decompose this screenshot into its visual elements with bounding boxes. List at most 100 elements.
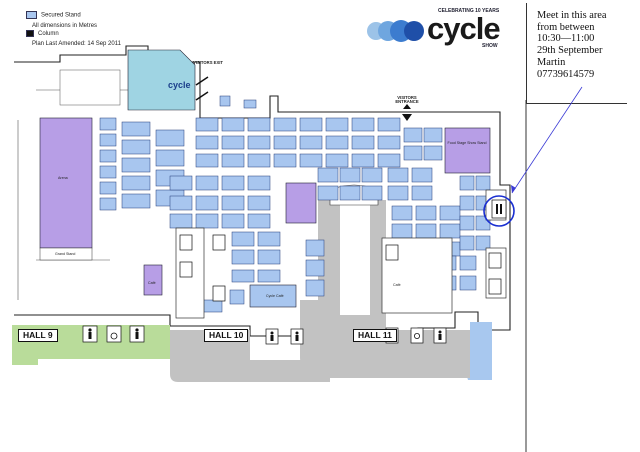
exhibition-stand <box>439 205 461 221</box>
exhibition-stand <box>403 127 423 143</box>
exhibition-stand <box>305 259 325 277</box>
exhibition-stand <box>121 157 151 173</box>
stand-swatch <box>26 11 37 19</box>
exhibition-stand <box>169 195 193 211</box>
exhibition-stand <box>229 289 245 305</box>
exhibition-stand <box>351 117 375 132</box>
top-right-feature-stand <box>444 127 491 174</box>
exhibition-stand <box>439 223 461 239</box>
meeting-note-box: Meet in this area from between 10:30—11:… <box>526 3 627 104</box>
exhibition-stand <box>423 127 443 143</box>
exhibition-stand <box>221 213 245 229</box>
logo-word: cycle <box>427 11 501 46</box>
road-left <box>170 330 330 382</box>
grand-stand <box>39 247 93 261</box>
exhibition-stand <box>231 269 255 283</box>
exhibition-stand <box>299 153 323 168</box>
note-line-4: 29th September <box>537 45 603 57</box>
exhibition-stand <box>247 135 271 150</box>
hall-9-label: HALL 9 <box>18 329 58 342</box>
exhibition-stand <box>387 185 409 201</box>
exhibition-stand <box>257 231 281 247</box>
exhibition-stand <box>99 133 117 147</box>
exhibition-stand <box>247 153 271 168</box>
exhibition-stand <box>121 175 151 191</box>
note-line-5: Martin <box>537 56 566 68</box>
exhibition-stand <box>195 135 219 150</box>
exhibition-stand <box>299 117 323 132</box>
exhibition-stand <box>411 185 433 201</box>
exhibition-stand <box>351 153 375 168</box>
logo-subword: SHOW <box>482 43 498 49</box>
exhibition-stand <box>99 149 117 163</box>
exhibition-stand <box>201 299 223 313</box>
exhibition-stand <box>247 117 271 132</box>
exhibition-stand <box>257 269 281 283</box>
cycle-marker-logo: cycle <box>168 80 191 90</box>
road-island <box>340 205 370 315</box>
exhibition-stand <box>219 95 231 107</box>
exhibition-stand <box>243 99 257 109</box>
exit-arrow-2 <box>195 91 209 101</box>
plan-amended-date: Plan Last Amended: 14 Sep 2011 <box>32 41 121 48</box>
exhibition-stand <box>459 235 475 251</box>
visitors-exit-label: VISITORS EXIT <box>193 60 223 65</box>
exhibition-stand <box>305 279 325 297</box>
exhibition-stand <box>247 213 271 229</box>
note-line-6: 07739614579 <box>537 68 595 80</box>
exhibition-stand <box>195 153 219 168</box>
cafe-right-label: Café <box>393 283 401 287</box>
legend-columns-label: Column <box>38 31 59 38</box>
annotation-arrow-head <box>511 185 516 193</box>
teal-area <box>127 49 196 111</box>
exhibition-stand <box>391 205 413 221</box>
exhibition-stand <box>155 129 185 147</box>
center-feature-stand <box>285 182 317 224</box>
left-feature-stand <box>143 264 163 296</box>
exhibition-stand <box>317 185 339 201</box>
exhibition-stand <box>459 215 475 231</box>
exhibition-stand <box>339 167 361 183</box>
exhibition-stand <box>317 167 339 183</box>
exhibition-stand <box>325 135 349 150</box>
exhibition-stand <box>423 145 443 161</box>
exit-arrow-1 <box>195 76 209 86</box>
cafe-left-label: Café <box>148 281 156 285</box>
exhibition-stand <box>415 205 437 221</box>
cycle-cafe-label: Cycle Café <box>266 294 284 298</box>
legend-secured-stand-label: Secured Stand <box>41 12 81 19</box>
exhibition-stand <box>231 231 255 247</box>
exhibition-stand <box>231 249 255 265</box>
exhibition-stand <box>99 197 117 211</box>
arena-label: Arena <box>58 176 68 180</box>
entrance-arrow <box>402 114 412 121</box>
top-right-feature-label: Food Stage Show Stand <box>447 141 487 145</box>
legend-dimensions: All dimensions in Metres <box>32 23 98 29</box>
exhibition-stand <box>121 139 151 155</box>
exhibition-stand <box>475 175 491 191</box>
exhibition-stand <box>221 175 245 191</box>
exhibition-stand <box>305 239 325 257</box>
hall-10-label: HALL 10 <box>204 329 249 342</box>
exhibition-stand <box>459 275 477 291</box>
exhibition-stand <box>221 135 245 150</box>
exhibition-stand <box>299 135 323 150</box>
exhibition-stand <box>411 167 433 183</box>
exhibition-stand <box>169 213 193 229</box>
exhibition-stand <box>387 167 409 183</box>
arena <box>39 117 93 249</box>
wheelchair-glyphs <box>110 332 420 340</box>
exhibition-stand <box>459 175 475 191</box>
exhibition-stand <box>195 117 219 132</box>
exhibition-stand <box>121 193 151 209</box>
exhibition-stand <box>377 153 401 168</box>
hall-11-label: HALL 11 <box>353 329 397 342</box>
exhibition-stand <box>99 181 117 195</box>
exhibition-stand <box>351 135 375 150</box>
exhibition-stand <box>221 153 245 168</box>
column-swatch <box>26 30 34 37</box>
annotation-arrow-line <box>511 86 583 194</box>
exhibition-stand <box>247 175 271 191</box>
exhibition-stand <box>391 223 413 239</box>
